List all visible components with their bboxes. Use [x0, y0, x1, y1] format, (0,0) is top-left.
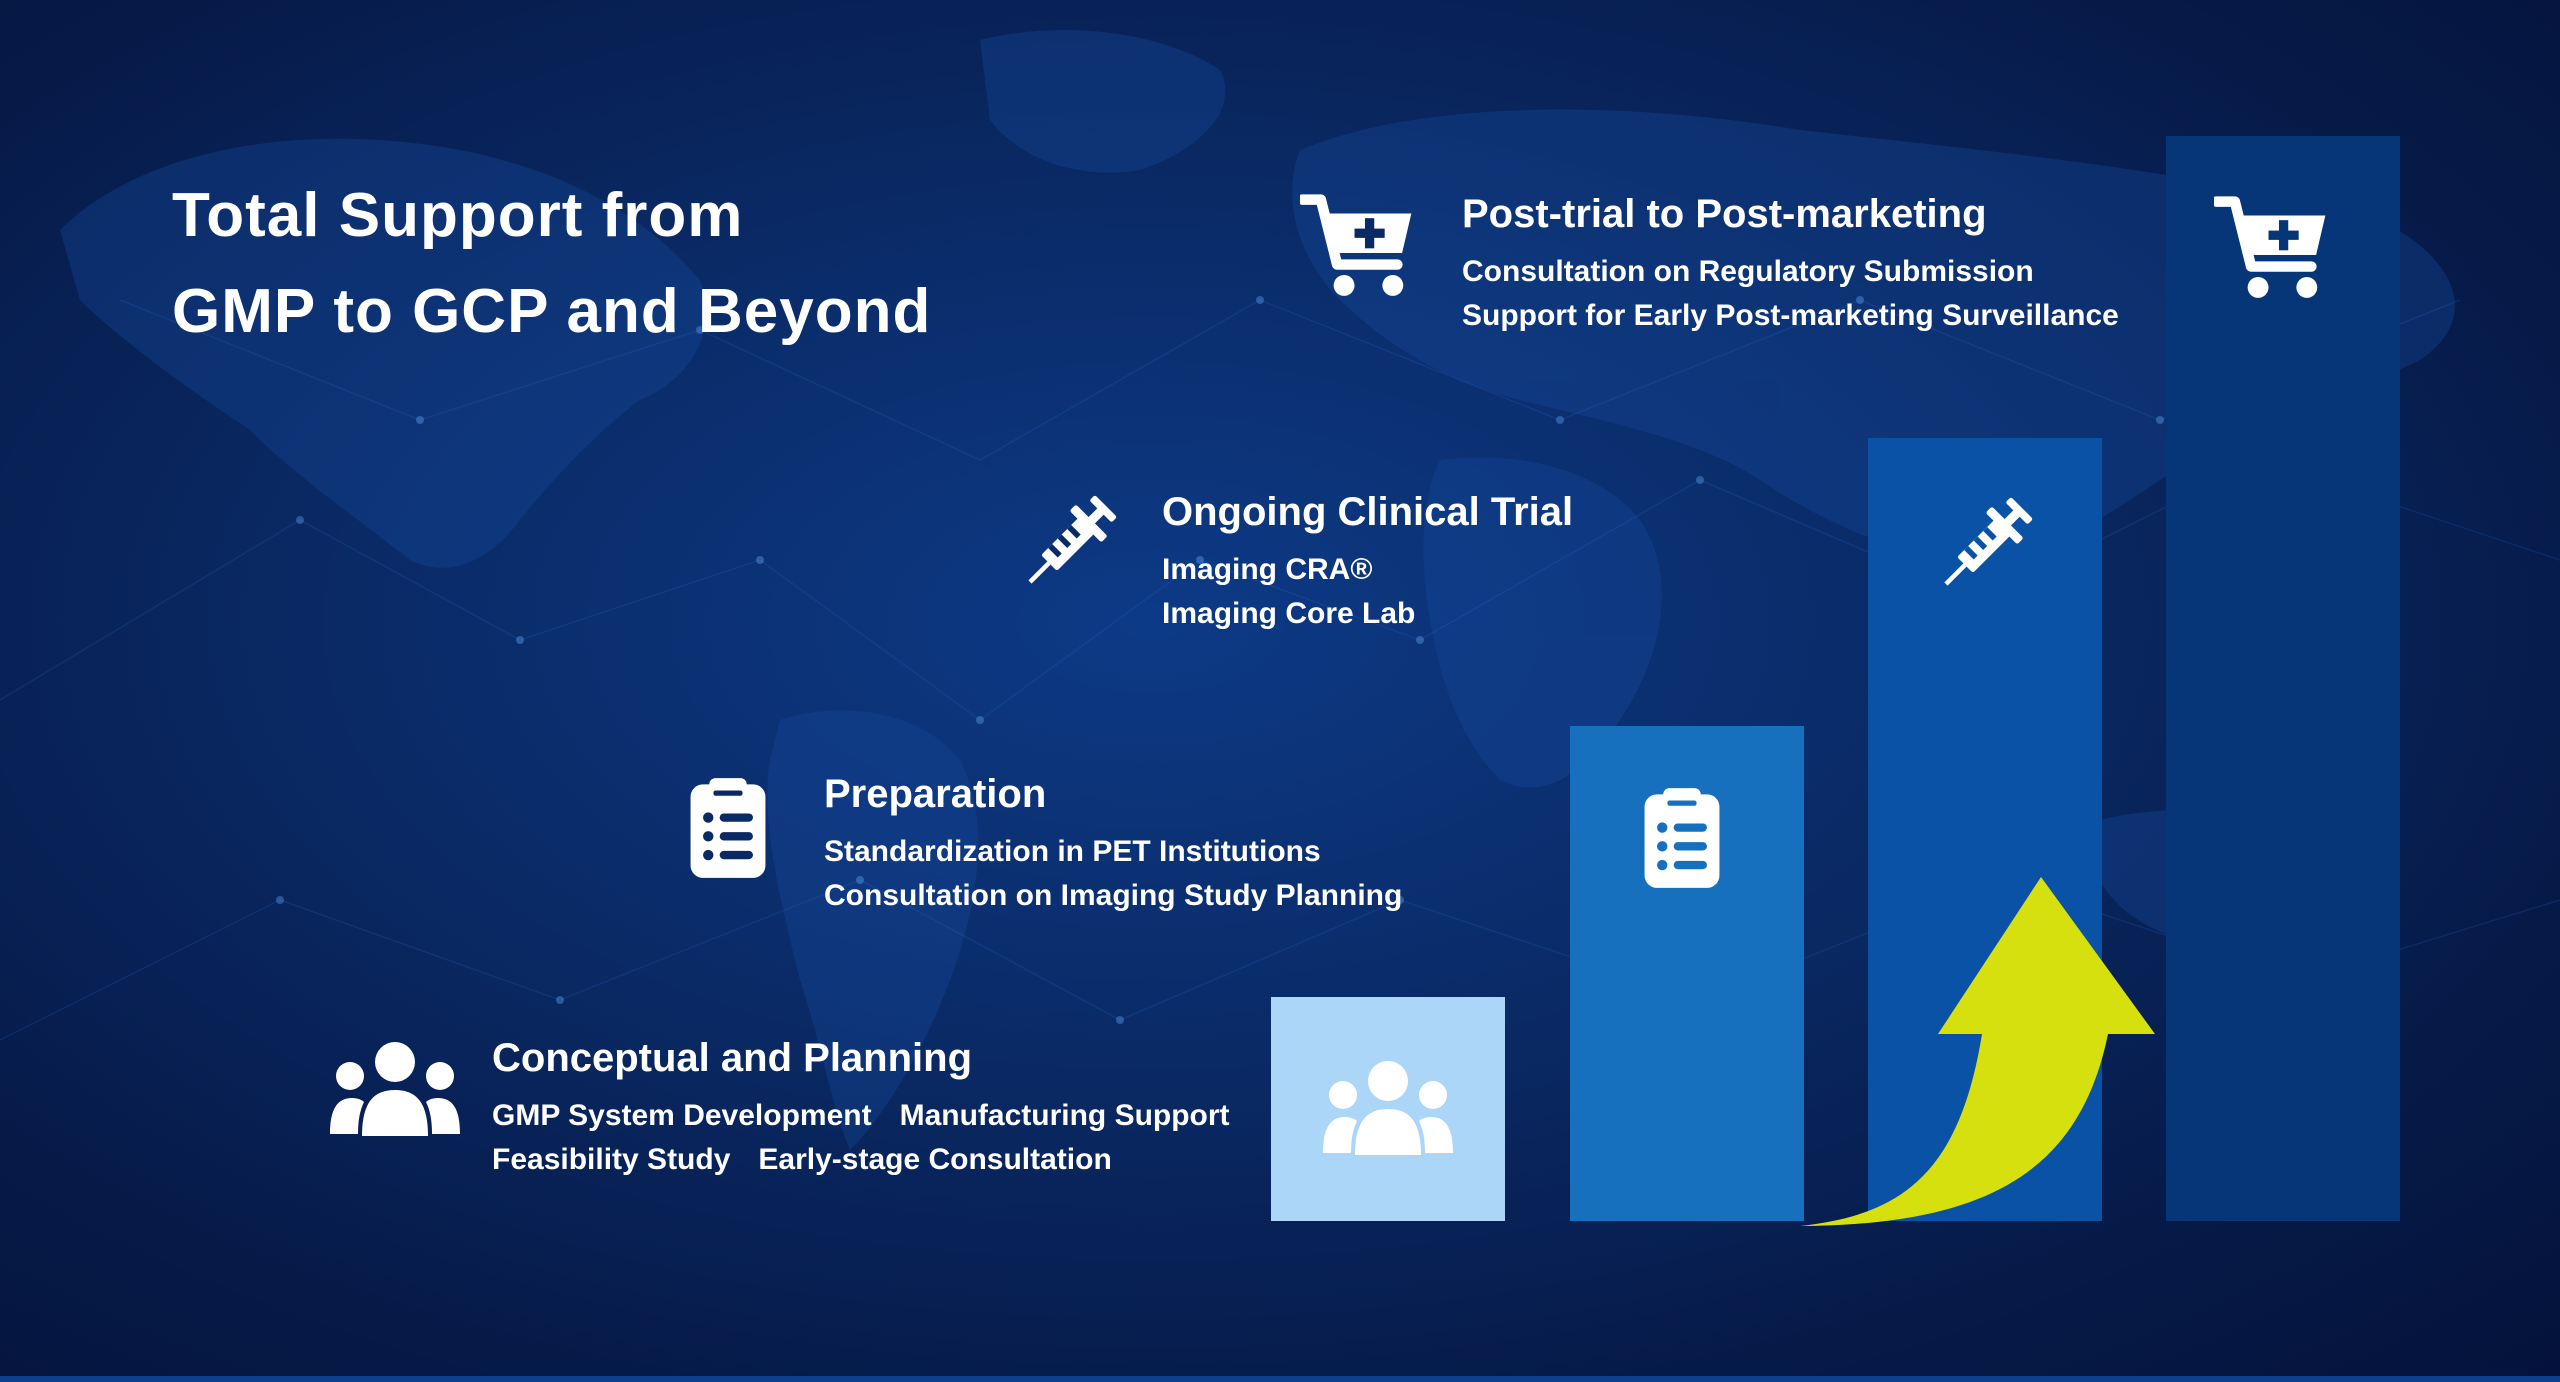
stage-heading: Post-trial to Post-marketing [1462, 192, 1987, 236]
stage-item: Imaging CRA® [1162, 553, 1373, 586]
clipboard-list-icon [690, 778, 766, 878]
stage-item-row: Feasibility Study Early-stage Consultatio… [492, 1138, 1230, 1182]
stage-item: Feasibility Study [492, 1143, 731, 1176]
cart-plus-icon [2214, 196, 2326, 298]
title-line-2: GMP to GCP and Beyond [172, 277, 932, 346]
stage-conceptual: Conceptual and Planning GMP System Devel… [492, 1032, 1230, 1182]
stage-item: Imaging Core Lab [1162, 597, 1416, 630]
stage-item: Manufacturing Support [899, 1099, 1230, 1132]
users-icon [330, 1042, 460, 1136]
stage-item-row: GMP System Development Manufacturing Supp… [492, 1094, 1230, 1138]
stage-preparation: Preparation Standardization in PET Insti… [824, 768, 1402, 918]
users-icon [1323, 1061, 1453, 1155]
bar-preparation [1570, 726, 1804, 1221]
stage-post-trial: Post-trial to Post-marketing Consultatio… [1462, 188, 2119, 338]
cart-plus-icon [1300, 194, 1412, 296]
stage-item: Consultation on Regulatory Submission [1462, 255, 2034, 288]
stage-heading: Preparation [824, 772, 1047, 816]
syringe-icon [1944, 497, 2033, 586]
bar-post-trial [2166, 136, 2400, 1221]
stage-item: Early-stage Consultation [758, 1143, 1112, 1176]
page-title: Total Support from GMP to GCP and Beyond [172, 168, 931, 360]
stage-item: Support for Early Post-marketing Surveil… [1462, 299, 2119, 332]
syringe-icon [1028, 495, 1117, 584]
bar-conceptual [1271, 997, 1505, 1221]
stage-heading: Conceptual and Planning [492, 1036, 973, 1080]
stage-item: Standardization in PET Institutions [824, 835, 1321, 868]
title-line-1: Total Support from [172, 181, 744, 250]
clipboard-list-icon [1644, 788, 1720, 888]
stage-ongoing-trial: Ongoing Clinical Trial Imaging CRA® Imag… [1162, 486, 1573, 636]
stage-item: Consultation on Imaging Study Planning [824, 879, 1403, 912]
stage-item: GMP System Development [492, 1099, 872, 1132]
stage-heading: Ongoing Clinical Trial [1162, 490, 1574, 534]
